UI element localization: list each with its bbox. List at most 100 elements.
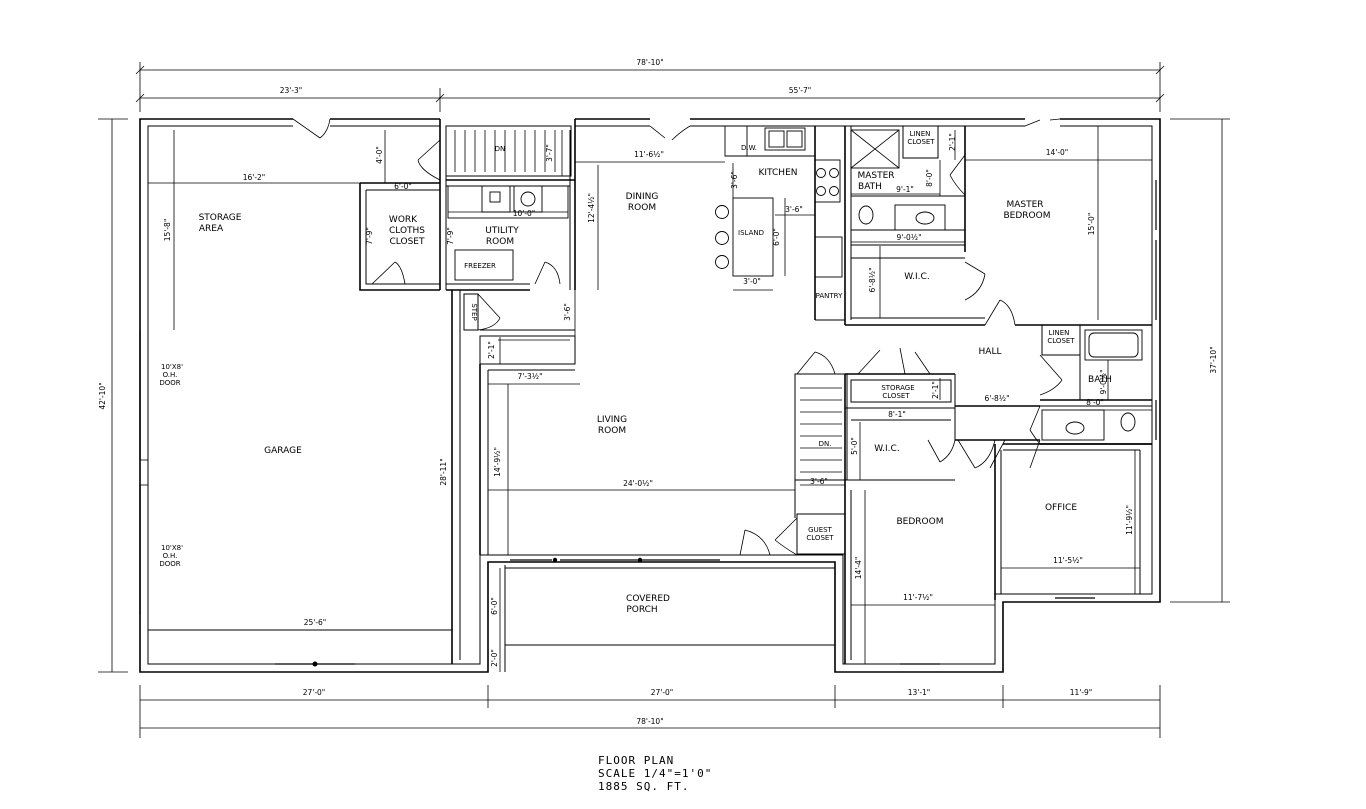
exterior-walls — [139, 118, 1161, 673]
dim-linen-2-1: 2'-1" — [948, 133, 957, 151]
linen-top-label-2: CLOSET — [907, 138, 935, 146]
dim-storage-width: 16'-2" — [243, 173, 266, 182]
linen-hall-label-2: CLOSET — [1047, 337, 1075, 345]
dim-bath-8-0: 8'-0" — [1086, 398, 1104, 407]
bedroom-label: BEDROOM — [897, 517, 944, 527]
dim-living-w: 24'-0½" — [623, 479, 653, 488]
oh-door-top-2: O.H. — [163, 371, 178, 379]
oh-door-top-1: 10'X8' — [161, 363, 183, 371]
island-label: ISLAND — [738, 229, 764, 237]
living-label-2: ROOM — [598, 426, 626, 436]
utility-label-1: UTILITY — [485, 226, 519, 236]
dim-utility-d: 7'-9" — [446, 227, 455, 245]
dim-wic-d: 6'-8½" — [868, 267, 877, 292]
dim-kitchen-3-6: 3'-6" — [730, 171, 739, 189]
kitchen-label: KITCHEN — [759, 168, 798, 178]
dimension-labels: 78'-10" 23'-3" 55'-7" 42'-10" 37'-10" 27… — [98, 58, 1218, 726]
dim-bottom-2: 27'-0" — [651, 688, 674, 697]
work-closet-label-1: WORK — [389, 215, 418, 225]
pantry-label: PANTRY — [816, 292, 843, 300]
guest-closet-label-2: CLOSET — [806, 534, 834, 542]
dim-bottom-1: 27'-0" — [303, 688, 326, 697]
master-bedroom-label-1: MASTER — [1006, 200, 1043, 210]
dim-bottom-4: 11'-9" — [1070, 688, 1093, 697]
oh-door-bottom-3: DOOR — [159, 560, 180, 568]
dim-storage-depth: 15'-8" — [163, 219, 172, 242]
dim-wic-w: 9'-0½" — [896, 233, 921, 242]
master-bath-label-1: MASTER — [857, 171, 894, 181]
utility-label-2: ROOM — [486, 237, 514, 247]
dim-garage-w: 25'-6" — [304, 618, 327, 627]
dim-porch-2-0: 2'-0" — [490, 649, 499, 667]
dim-storage-closet-2-1: 2'-1" — [931, 381, 940, 399]
dim-stair-3-6: 3'-6" — [810, 477, 828, 486]
dishwasher-label: D.W. — [741, 144, 757, 152]
dim-overall-bottom: 78'-10" — [636, 717, 663, 726]
linen-hall-label-1: LINEN — [1049, 329, 1070, 337]
oh-door-top-3: DOOR — [159, 379, 180, 387]
dim-hall-6-8: 6'-8½" — [984, 394, 1009, 403]
dim-overall-top: 78'-10" — [636, 58, 663, 67]
title-scale: SCALE 1/4"=1'0" — [598, 767, 712, 780]
hall-label: HALL — [979, 347, 1002, 357]
storage-area-label-1: STORAGE — [199, 213, 242, 223]
dim-wic-8-1: 8'-1" — [888, 410, 906, 419]
dining-label-1: DINING — [626, 192, 659, 202]
dim-bedroom-d: 14'-4" — [854, 557, 863, 580]
dim-top-right: 55'-7" — [789, 86, 812, 95]
bath-label: BATH — [1088, 375, 1112, 385]
freezer-label: FREEZER — [464, 262, 496, 270]
dim-living-7-3: 7'-3½" — [517, 372, 542, 381]
storage-closet-label-1: STORAGE — [881, 384, 914, 392]
title-floor-plan: FLOOR PLAN — [598, 754, 674, 767]
master-bath-label-2: BATH — [858, 182, 882, 192]
dim-dining-w: 11'-6½" — [634, 150, 664, 159]
dim-utility-w: 10'-0" — [513, 209, 536, 218]
title-block: FLOOR PLAN SCALE 1/4"=1'0" 1885 SQ. FT. — [598, 754, 712, 793]
linen-top-label-1: LINEN — [910, 130, 931, 138]
dim-garage-d: 28'-11" — [439, 458, 448, 485]
dim-stair-3-7: 3'-7" — [545, 144, 554, 162]
stair-dn-top: DN — [495, 145, 506, 153]
dim-master-bath-w: 9'-1" — [896, 185, 914, 194]
dim-hall-2-1: 2'-1" — [487, 341, 496, 359]
stair-dn-lower: DN. — [819, 440, 832, 448]
dim-master-d: 15'-0" — [1087, 213, 1096, 236]
bedroom-wic-label: W.I.C. — [874, 444, 899, 454]
dim-master-w: 14'-0" — [1046, 148, 1069, 157]
master-bedroom-label-2: BEDROOM — [1004, 211, 1051, 221]
office-label: OFFICE — [1045, 503, 1077, 513]
garage-label: GARAGE — [264, 446, 302, 456]
master-wic-label: W.I.C. — [904, 272, 929, 282]
dim-island-gap: 3'-6" — [785, 205, 803, 214]
room-labels: STORAGE AREA WORK CLOTHS CLOSET UTILITY … — [159, 130, 1112, 615]
dim-bedroom-w: 11'-7½" — [903, 593, 933, 602]
dimension-lines — [98, 62, 1230, 738]
step-label: STEP — [470, 303, 478, 320]
dim-closet-4-0: 4'-0" — [375, 146, 384, 164]
dim-bottom-3: 13'-1" — [908, 688, 931, 697]
guest-closet-label-1: GUEST — [808, 526, 832, 534]
dim-dining-d: 12'-4½" — [587, 193, 596, 223]
porch-label-1: COVERED — [626, 594, 670, 604]
dim-porch-6-0: 6'-0" — [490, 597, 499, 615]
oh-door-bottom-1: 10'X8' — [161, 544, 183, 552]
dim-left-overall: 42'-10" — [98, 382, 107, 409]
storage-area-label-2: AREA — [199, 224, 224, 234]
porch-label-2: PORCH — [626, 605, 657, 615]
dining-label-2: ROOM — [628, 203, 656, 213]
dim-right-overall: 37'-10" — [1209, 346, 1218, 373]
dim-office-w: 11'-5½" — [1053, 556, 1083, 565]
dim-island-w: 3'-0" — [743, 277, 761, 286]
dim-master-bath-d: 8'-0" — [925, 169, 934, 187]
dim-wic-5-0: 5'-0" — [850, 437, 859, 455]
dim-office-d: 11'-9½" — [1125, 505, 1134, 535]
storage-closet-label-2: CLOSET — [882, 392, 910, 400]
dim-work-closet-d: 7'-9" — [365, 227, 374, 245]
work-closet-label-3: CLOSET — [390, 237, 425, 247]
title-area: 1885 SQ. FT. — [598, 780, 689, 793]
dim-living-d: 14'-9½" — [493, 447, 502, 477]
dim-top-left: 23'-3" — [280, 86, 303, 95]
oh-door-bottom-2: O.H. — [163, 552, 178, 560]
